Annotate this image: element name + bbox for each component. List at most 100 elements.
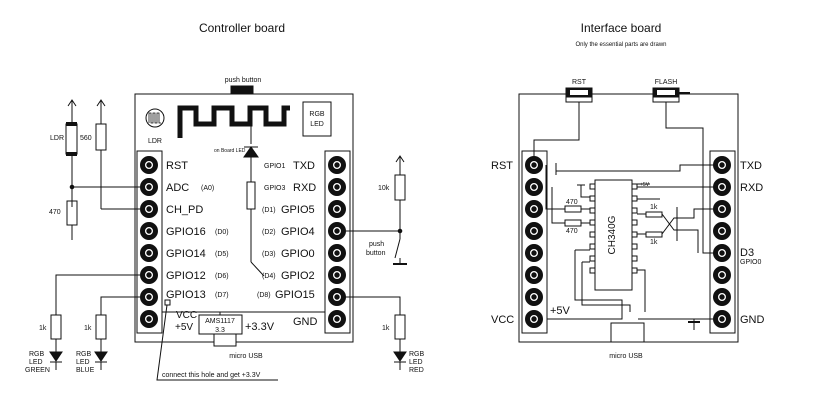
pin-gpio16-alias: (D0) xyxy=(215,229,229,236)
plus5v-label: +5V xyxy=(175,322,193,333)
svg-text:LDR: LDR xyxy=(148,138,162,145)
iface-gpio0-label: GPIO0 xyxy=(740,259,762,266)
svg-text:LED: LED xyxy=(409,359,423,366)
svg-text:470: 470 xyxy=(49,209,61,216)
vcc-label: VCC xyxy=(176,310,197,321)
pin-gpio0-alias: (D3) xyxy=(262,251,276,258)
pin-gnd: GND xyxy=(293,316,318,328)
iface-gnd-label: GND xyxy=(740,314,765,326)
pin-ch-pd: CH_PD xyxy=(166,204,203,216)
pin-gpio2: GPIO2 xyxy=(281,270,315,282)
interface-board: Interface board Only the essential parts… xyxy=(491,21,765,360)
interface-title: Interface board xyxy=(581,21,662,35)
left-pin-header xyxy=(140,156,158,328)
svg-text:LDR: LDR xyxy=(50,135,64,142)
resistor-1k-b xyxy=(645,231,663,238)
header-right xyxy=(324,150,351,334)
pin-gpio4-alias: (D2) xyxy=(262,229,276,236)
ldr-icon: LDR xyxy=(145,108,165,145)
header-left xyxy=(136,150,163,334)
flash-button-label: FLASH xyxy=(655,79,678,86)
hole-note: connect this hole and get +3.3V xyxy=(162,372,261,379)
iface-txd-label: TXD xyxy=(740,160,762,172)
plus5v-small: +5V xyxy=(640,182,650,188)
resistor-10k xyxy=(394,174,406,201)
interface-left-pins xyxy=(525,156,543,328)
gpio4-pullup: 10k push button xyxy=(345,155,407,265)
pin-gpio13: GPIO13 xyxy=(166,289,206,301)
ch340g-label: CH340G xyxy=(607,215,618,254)
rgb-led-box xyxy=(302,101,332,137)
pin-rxd: RXD xyxy=(293,182,316,194)
pin-gpio13-alias: (D7) xyxy=(215,292,229,299)
interface-usb-connector xyxy=(610,322,645,343)
svg-text:LED: LED xyxy=(76,359,90,366)
rst-button-body xyxy=(565,96,593,103)
led-green-driver: 1k RGB LED GREEN xyxy=(25,274,140,374)
push-button-top xyxy=(230,85,254,95)
svg-text:RGB: RGB xyxy=(29,351,45,358)
svg-text:1k: 1k xyxy=(650,239,658,246)
pin-gpio16: GPIO16 xyxy=(166,226,206,238)
svg-text:10k: 10k xyxy=(378,185,390,192)
svg-text:1k: 1k xyxy=(39,325,47,332)
iface-vcc-label: VCC xyxy=(491,314,514,326)
svg-text:RGB: RGB xyxy=(409,351,425,358)
controller-title: Controller board xyxy=(199,21,285,35)
svg-text:470: 470 xyxy=(566,199,578,206)
rst-button-label: RST xyxy=(572,79,587,86)
svg-text:button: button xyxy=(366,250,386,257)
small-hole xyxy=(164,299,171,306)
resistor-470-a xyxy=(564,205,582,213)
svg-text:AMS1117: AMS1117 xyxy=(205,318,235,325)
svg-text:RGB: RGB xyxy=(309,111,325,118)
pin-gpio14-alias: (D5) xyxy=(215,251,229,258)
led-blue-driver: 1k RGB LED BLUE xyxy=(76,296,140,374)
onboard-led-label: on Board LED xyxy=(214,148,246,154)
pin-gpio4: GPIO4 xyxy=(281,226,315,238)
svg-text:LED: LED xyxy=(29,359,43,366)
svg-text:push: push xyxy=(369,241,384,248)
resistor-560 xyxy=(95,123,107,151)
pin-gpio15-alias: (D8) xyxy=(257,292,271,299)
svg-text:3.3: 3.3 xyxy=(215,327,225,334)
interface-subtitle: Only the essential parts are drawn xyxy=(575,42,666,48)
onboard-led xyxy=(243,138,265,277)
ldr-resistor xyxy=(65,123,78,155)
pin-gpio5: GPIO5 xyxy=(281,204,315,216)
resistor-1k-a xyxy=(645,211,663,218)
interface-micro-usb-label: micro USB xyxy=(609,353,643,360)
iface-plus5v-label: +5V xyxy=(550,305,571,317)
pin-gpio12-alias: (D6) xyxy=(215,273,229,280)
pin-rst: RST xyxy=(166,160,188,172)
hole-note-leader xyxy=(156,304,278,381)
svg-text:470: 470 xyxy=(566,228,578,235)
interface-right-pins xyxy=(713,156,731,328)
pin-gpio5-alias: (D1) xyxy=(262,207,276,214)
controller-board: Controller board push button LDR RGB LED… xyxy=(25,21,425,381)
iface-d3-label: D3 xyxy=(740,247,754,259)
pin-gpio14: GPIO14 xyxy=(166,248,206,260)
svg-text:GREEN: GREEN xyxy=(25,367,50,374)
pin-gpio15: GPIO15 xyxy=(275,289,315,301)
led-red-driver: 1k RGB LED RED xyxy=(345,296,425,374)
resistor-470-b xyxy=(564,219,582,227)
svg-text:1k: 1k xyxy=(650,204,658,211)
svg-text:BLUE: BLUE xyxy=(76,367,95,374)
pin-txd: TXD xyxy=(293,160,315,172)
micro-usb-connector xyxy=(213,333,237,347)
iface-rst-label: RST xyxy=(491,160,513,172)
pin-rxd-alias: GPIO3 xyxy=(264,185,286,192)
iface-rxd-label: RXD xyxy=(740,182,763,194)
svg-text:RGB: RGB xyxy=(76,351,92,358)
pin-gpio0: GPIO0 xyxy=(281,248,315,260)
svg-text:560: 560 xyxy=(80,135,92,142)
pin-adc: ADC xyxy=(166,182,189,194)
micro-usb-label: micro USB xyxy=(229,353,263,360)
interface-header-right xyxy=(709,150,736,334)
pin-txd-alias: GPIO1 xyxy=(264,163,286,170)
svg-text:1k: 1k xyxy=(84,325,92,332)
svg-text:1k: 1k xyxy=(382,325,390,332)
pin-gpio12: GPIO12 xyxy=(166,270,206,282)
